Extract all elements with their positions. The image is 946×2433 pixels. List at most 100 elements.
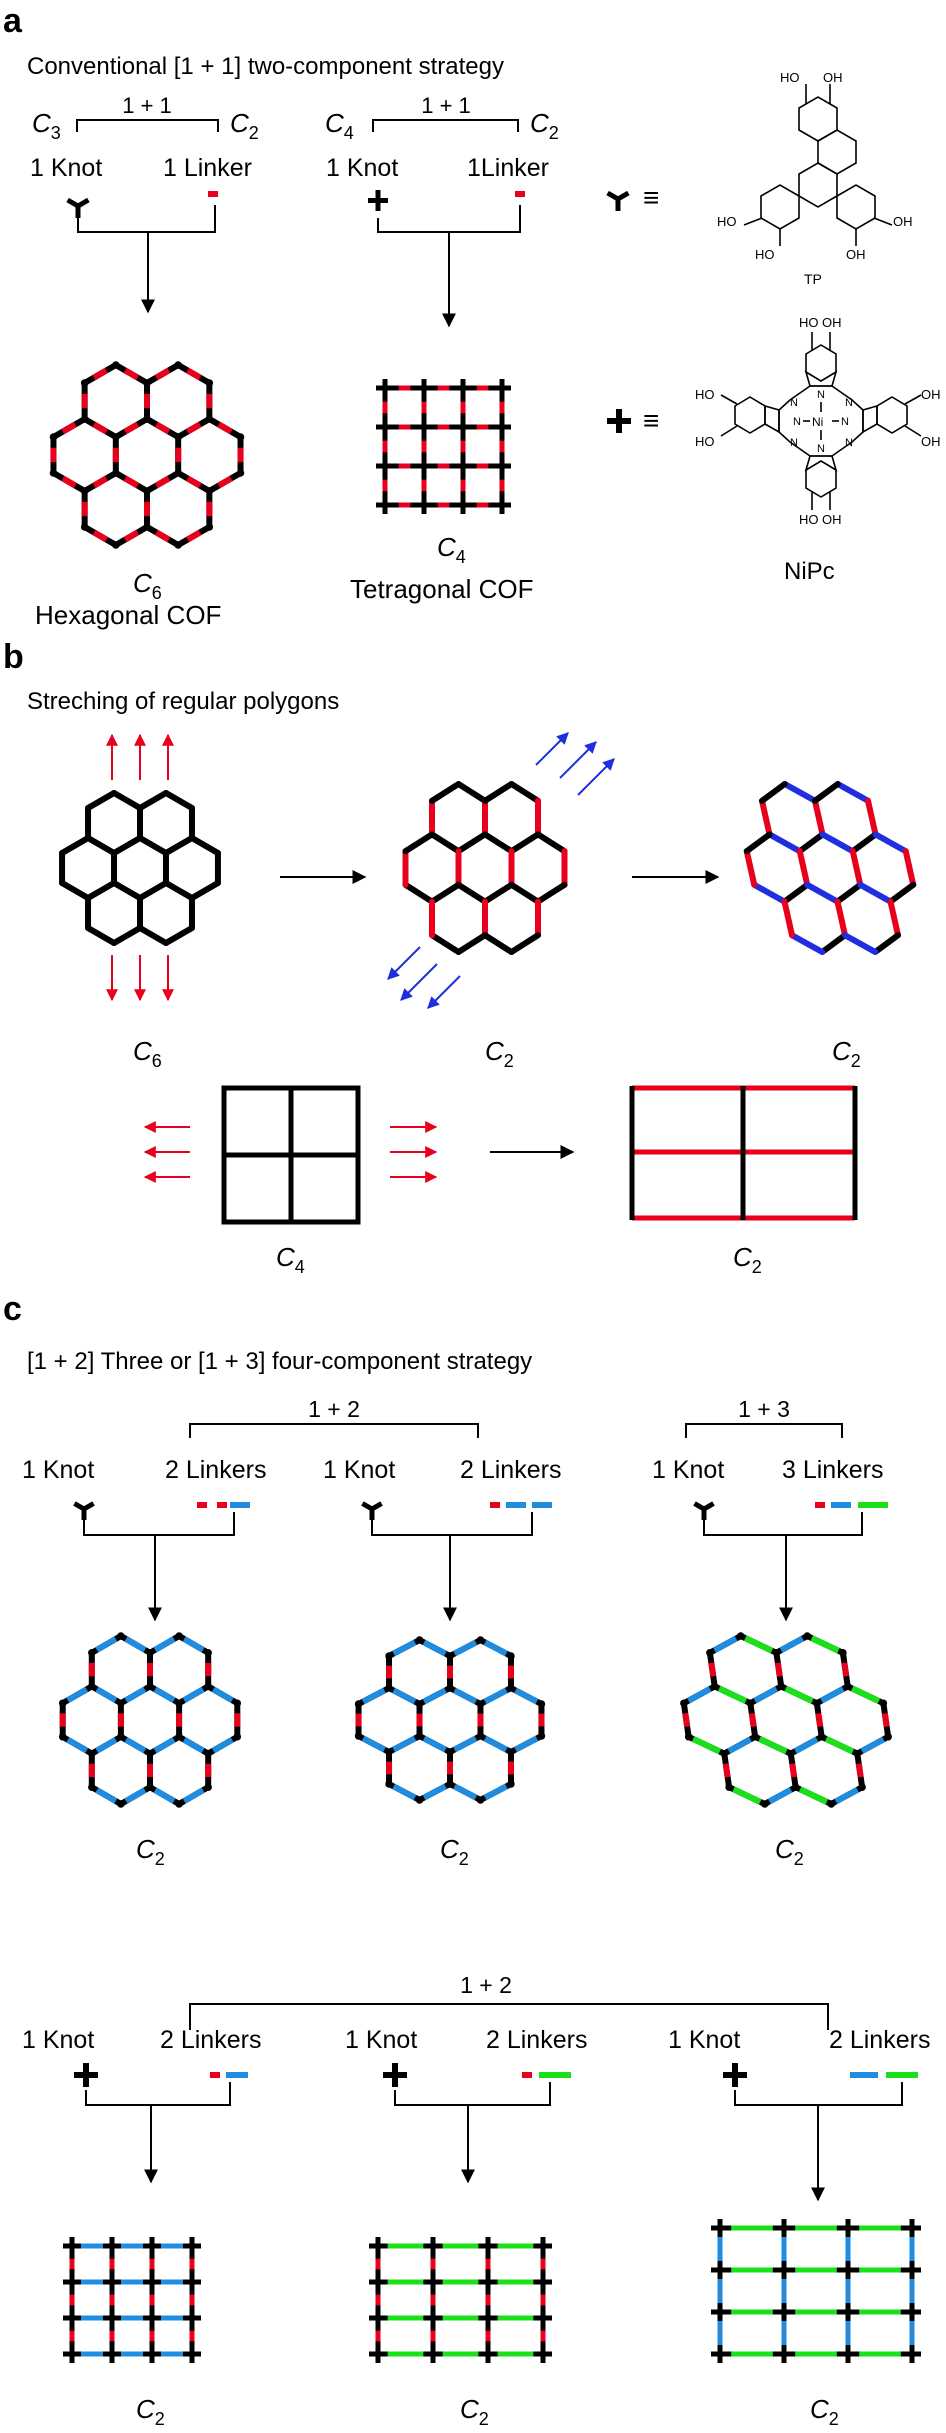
framework-edge: [483, 1783, 508, 1801]
knot-node: [476, 1796, 485, 1804]
framework-edge: [766, 831, 803, 855]
framework-edge: [482, 831, 515, 855]
knot-arm: [702, 1501, 715, 1512]
label-c2-b: C2: [832, 1036, 861, 1071]
framework-edge: [508, 881, 542, 905]
framework-edge: [842, 932, 879, 955]
knot-node: [236, 469, 245, 477]
tri-knot-icon: [66, 197, 90, 218]
framework-edge: [422, 1687, 447, 1705]
square-grid: [221, 1085, 361, 1225]
tp-legend: ≡ HO OH HO HO OH OH TP: [606, 70, 913, 287]
framework-edge: [815, 1712, 824, 1728]
framework-edge: [422, 1735, 447, 1753]
framework-edge: [162, 880, 195, 901]
framework-edge: [85, 880, 118, 901]
framework-edge: [211, 1737, 234, 1754]
tp-ho-3: HO: [755, 247, 775, 262]
nipc-ho-4: HO: [799, 512, 819, 527]
knot-node: [446, 1684, 454, 1692]
knot-node: [117, 1800, 125, 1808]
framework-edge: [798, 1786, 829, 1805]
framework-edge: [182, 1636, 205, 1653]
label-c2-r1a: C2: [136, 1834, 165, 1869]
linker-set-1: [197, 1502, 250, 1508]
framework-edge: [793, 1736, 819, 1754]
nipc-n-3: N: [793, 416, 801, 428]
combine-arrow-c5: [394, 2082, 551, 2182]
knot-node: [112, 541, 120, 549]
framework-edge: [857, 881, 894, 905]
sym-right: C2: [530, 108, 559, 143]
framework-edge: [722, 1763, 731, 1778]
label-c2-r2b: C2: [460, 2394, 489, 2429]
cross-knot-icon: [723, 2063, 747, 2087]
bracket-12-bottom: [189, 2003, 829, 2030]
combine-arrow-c1: [83, 1512, 235, 1620]
sym-right: C2: [230, 108, 259, 143]
knot-node: [385, 1748, 393, 1756]
framework-edge: [95, 1686, 118, 1703]
framework-edge: [819, 932, 848, 955]
label-c2-c: C2: [733, 1242, 762, 1277]
knot-node: [680, 1699, 688, 1707]
knot-node: [879, 1699, 888, 1707]
framework-edge: [779, 1635, 805, 1653]
framework-edge: [95, 1787, 118, 1804]
tp-oh-3: OH: [893, 214, 913, 229]
cross-knot-icon: [607, 409, 631, 433]
framework-edge: [85, 835, 118, 856]
framework-edge: [834, 898, 848, 939]
framework-edge: [717, 1685, 748, 1704]
bracket-12-top: [189, 1423, 479, 1438]
knot-node: [88, 1749, 96, 1758]
nipc-oh-2: OH: [921, 387, 941, 402]
knot-node: [751, 1733, 759, 1741]
nipc-n-1: N: [817, 389, 825, 401]
stretch-arrows-red-vertical: [106, 733, 174, 1002]
nipc-legend: ≡: [607, 315, 941, 585]
tp-molecule: [743, 84, 893, 246]
linker-set-2: [490, 1502, 552, 1508]
stretch-arrows-blue-diagonal: [387, 732, 615, 1009]
framework-edge: [392, 1735, 417, 1753]
nipc-n-5: N: [790, 397, 798, 409]
tp-oh-1: OH: [823, 70, 843, 85]
framework-edge: [153, 1787, 176, 1804]
framework-edge: [402, 881, 435, 905]
framework-edge: [781, 781, 818, 804]
knot-node: [58, 1733, 67, 1741]
c6-linkers: 2 Linkers: [829, 2026, 930, 2054]
knot-node: [80, 523, 89, 531]
knot-node: [385, 1652, 393, 1660]
knot-node: [88, 1783, 96, 1791]
linker-label: 1 Linker: [163, 154, 252, 182]
cof-grid-c4: [63, 2237, 201, 2363]
bracket: [372, 119, 519, 132]
framework-edge: [789, 1763, 798, 1778]
knot-node: [143, 415, 151, 423]
framework-edge: [748, 1712, 757, 1728]
framework-edge: [508, 781, 542, 804]
hexagonal-cof-diagram: [49, 361, 245, 549]
red-linker-icon: [208, 191, 218, 197]
knot-node: [354, 1732, 363, 1740]
knot-node: [205, 523, 214, 531]
label-c6: C6: [133, 1036, 162, 1071]
tp-ho-1: HO: [780, 70, 800, 85]
combine-arrow: [77, 205, 216, 312]
framework-edge: [751, 881, 788, 905]
framework-edge: [95, 1737, 118, 1754]
linker-set-4: [210, 2072, 248, 2078]
knot-node: [858, 1783, 866, 1791]
c3-knot: 1 Knot: [652, 1456, 724, 1484]
framework-edge: [834, 881, 864, 905]
c2-knot: 1 Knot: [323, 1456, 395, 1484]
knot-node: [884, 1733, 892, 1741]
framework-edge: [455, 881, 488, 905]
knot-node: [817, 1733, 826, 1741]
panel-letter-c: c: [3, 1290, 22, 1328]
equiv-symbol: ≡: [643, 405, 659, 436]
panel-letter-b: b: [3, 638, 24, 676]
